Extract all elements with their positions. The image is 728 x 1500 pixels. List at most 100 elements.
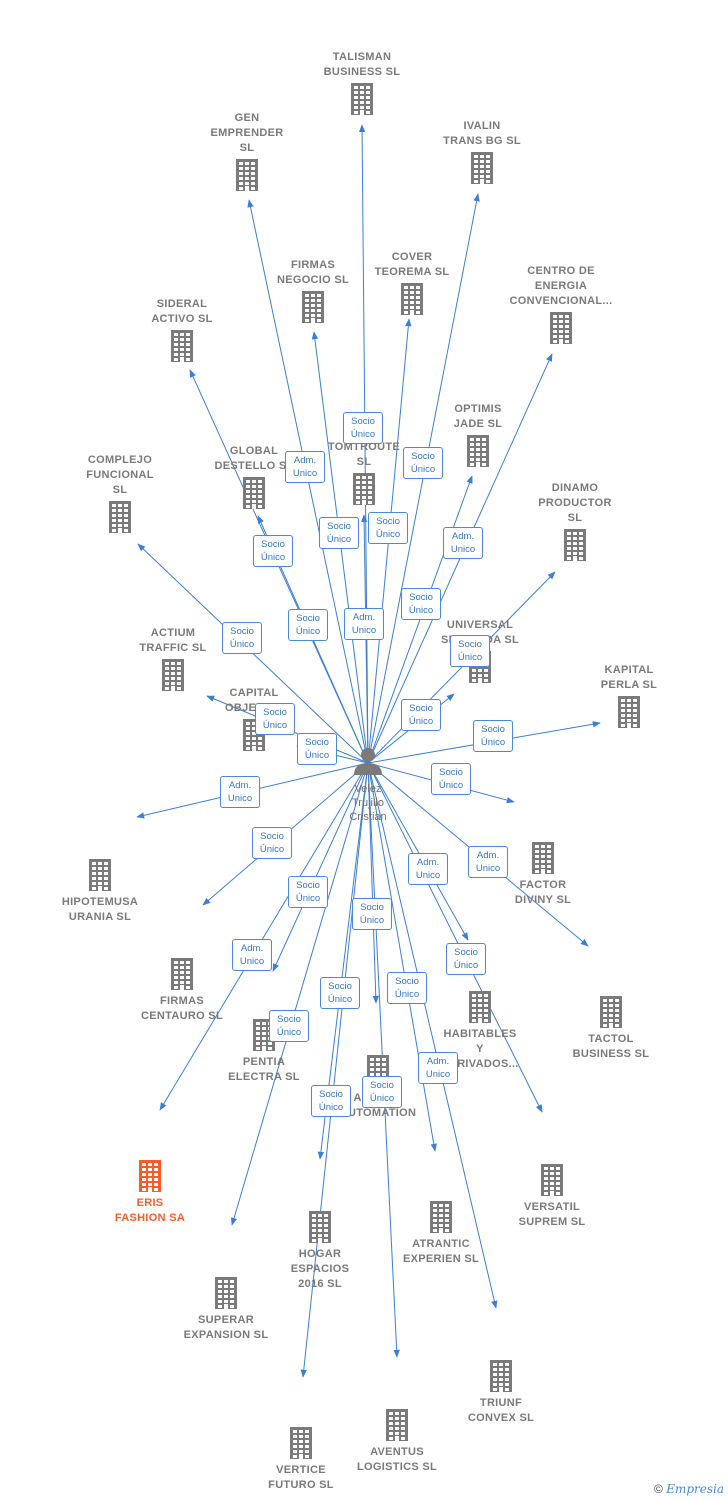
role-badge-alteria[interactable]: Socio Único	[352, 898, 392, 930]
person-node[interactable]: Velez Trujillo Cristian	[338, 745, 398, 824]
company-name: VERTICE FUTURO SL	[268, 1464, 334, 1491]
building-icon	[430, 1201, 452, 1233]
edge-talisman	[358, 124, 369, 764]
building-icon	[618, 696, 640, 728]
role-badge-factor[interactable]: Socio Único	[431, 763, 471, 795]
company-node-actium[interactable]: ACTIUM TRAFFIC SL	[113, 626, 233, 692]
company-node-ivalin[interactable]: IVALIN TRANS BG SL	[422, 119, 542, 185]
role-badge-firmas-negocio[interactable]: Socio Único	[319, 517, 359, 549]
edge-pentia	[272, 762, 369, 972]
company-node-habitables[interactable]: HABITABLES Y DERIVADOS...	[420, 988, 540, 1072]
company-node-factor[interactable]: FACTOR DIVINY SL	[483, 839, 603, 908]
role-badge-universal[interactable]: Socio Único	[401, 699, 441, 731]
building-icon	[550, 312, 572, 344]
building-icon	[243, 477, 265, 509]
role-badge-atrantic[interactable]: Socio Único	[387, 972, 427, 1004]
role-badge-cover[interactable]: Socio Único	[368, 512, 408, 544]
company-name: ATRANTIC EXPERIEN SL	[402, 1238, 480, 1265]
company-node-cover[interactable]: COVER TEOREMA SL	[352, 250, 472, 316]
edge-eris	[159, 762, 369, 1111]
edge-alteria	[367, 762, 379, 1004]
role-badge-superar[interactable]: Socio Único	[269, 1010, 309, 1042]
building-icon	[139, 1160, 161, 1192]
company-name: CAPITAL OBJETIVO	[224, 687, 284, 714]
edge-superar	[230, 762, 369, 1226]
role-badge-capital-b[interactable]: Socio Único	[297, 733, 337, 765]
building-icon	[490, 1360, 512, 1392]
company-name: OPTIMIS JADE SL	[453, 403, 503, 430]
building-icon	[215, 1277, 237, 1309]
company-node-aventus[interactable]: AVENTUS LOGISTICS SL	[337, 1406, 457, 1475]
role-badge-talisman[interactable]: Socio Único	[343, 412, 383, 444]
company-node-kapital[interactable]: KAPITAL PERLA SL	[569, 663, 689, 729]
role-badge-kapital[interactable]: Socio Único	[473, 720, 513, 752]
company-node-atrantic[interactable]: ATRANTIC EXPERIEN SL	[381, 1198, 501, 1267]
company-node-gen[interactable]: GEN EMPRENDER SL	[187, 111, 307, 192]
role-badge-gen[interactable]: Adm. Unico	[285, 451, 325, 483]
edge-dinamo	[367, 571, 556, 764]
role-badge-complejo[interactable]: Socio Único	[222, 622, 262, 654]
role-badge-tomt[interactable]: Adm. Unico	[344, 608, 384, 640]
edge-versatil	[367, 762, 543, 1113]
company-name: SUPERAR EXPANSION SL	[183, 1314, 269, 1341]
role-badge-triunf[interactable]: Adm. Unico	[418, 1052, 458, 1084]
company-name: CENTRO DE ENERGIA CONVENCIONAL...	[509, 265, 613, 307]
company-name: GEN EMPRENDER SL	[210, 112, 284, 154]
company-name: PENTIA ELECTRA SL	[228, 1056, 300, 1083]
role-badge-hipotemusa[interactable]: Adm. Unico	[220, 776, 260, 808]
company-node-hipotemusa[interactable]: HIPOTEMUSA URANIA SL	[40, 856, 160, 925]
building-icon	[386, 1409, 408, 1441]
building-icon	[162, 659, 184, 691]
company-name: SIDERAL ACTIVO SL	[151, 298, 213, 325]
role-badge-global[interactable]: Socio Único	[288, 609, 328, 641]
building-icon	[302, 291, 324, 323]
company-name: TRIUNF CONVEX SL	[467, 1397, 535, 1424]
role-badge-versatil[interactable]: Socio Único	[446, 943, 486, 975]
role-badge-vertice[interactable]: Socio Único	[362, 1076, 402, 1108]
company-node-dinamo[interactable]: DINAMO PRODUCTOR SL	[515, 481, 635, 562]
role-badge-centro[interactable]: Adm. Unico	[443, 527, 483, 559]
role-badge-pentia-a[interactable]: Socio Único	[288, 876, 328, 908]
company-name: TALISMAN BUSINESS SL	[323, 51, 401, 78]
building-icon	[351, 83, 373, 115]
role-badge-eris[interactable]: Adm. Unico	[232, 939, 272, 971]
footer-brand: © Empresia	[654, 1482, 724, 1496]
building-icon	[236, 159, 258, 191]
company-node-triunf[interactable]: TRIUNF CONVEX SL	[441, 1357, 561, 1426]
building-icon	[467, 435, 489, 467]
company-name: TOMTROUTE SL	[327, 441, 401, 468]
role-badge-firmas-centauro[interactable]: Socio Único	[252, 827, 292, 859]
company-node-superar[interactable]: SUPERAR EXPANSION SL	[166, 1274, 286, 1343]
company-node-firmas-negocio[interactable]: FIRMAS NEGOCIO SL	[253, 258, 373, 324]
company-node-tomt[interactable]: TOMTROUTE SL	[304, 440, 424, 506]
company-name: AVENTUS LOGISTICS SL	[357, 1446, 437, 1473]
company-node-firmas-centauro[interactable]: FIRMAS CENTAURO SL	[122, 955, 242, 1024]
role-badge-ivalin[interactable]: Socio Único	[403, 447, 443, 479]
company-node-tactol[interactable]: TACTOL BUSINESS SL	[551, 993, 671, 1062]
company-name: COVER TEOREMA SL	[374, 251, 450, 278]
company-node-complejo[interactable]: COMPLEJO FUNCIONAL SL	[60, 453, 180, 534]
role-badge-optimis[interactable]: Socio Único	[401, 588, 441, 620]
role-badge-sideral[interactable]: Socio Único	[253, 535, 293, 567]
company-node-optimis[interactable]: OPTIMIS JADE SL	[418, 402, 538, 468]
role-badge-tactol[interactable]: Adm. Unico	[468, 846, 508, 878]
company-node-sideral[interactable]: SIDERAL ACTIVO SL	[122, 297, 242, 363]
role-badge-dinamo[interactable]: Socio Único	[450, 635, 490, 667]
company-node-hogar[interactable]: HOGAR ESPACIOS 2016 SL	[260, 1208, 380, 1292]
role-badge-pentia-b[interactable]: Socio Único	[320, 977, 360, 1009]
company-name: HIPOTEMUSA URANIA SL	[61, 896, 139, 923]
building-icon	[541, 1164, 563, 1196]
person-icon	[354, 748, 382, 775]
company-node-versatil[interactable]: VERSATIL SUPREM SL	[492, 1161, 612, 1230]
role-badge-capital-a[interactable]: Socio Único	[255, 703, 295, 735]
role-badge-habitables[interactable]: Adm. Unico	[408, 853, 448, 885]
company-node-global[interactable]: GLOBAL DESTELLO SL	[194, 444, 314, 510]
building-icon	[109, 501, 131, 533]
company-node-talisman[interactable]: TALISMAN BUSINESS SL	[302, 50, 422, 116]
building-icon	[309, 1211, 331, 1243]
company-node-capital[interactable]: CAPITAL OBJETIVO	[194, 686, 314, 752]
company-node-vertice[interactable]: VERTICE FUTURO SL	[241, 1424, 361, 1493]
company-node-centro[interactable]: CENTRO DE ENERGIA CONVENCIONAL...	[501, 264, 621, 345]
role-badge-aventus[interactable]: Socio Único	[311, 1085, 351, 1117]
company-node-eris[interactable]: ERIS FASHION SA	[90, 1157, 210, 1226]
